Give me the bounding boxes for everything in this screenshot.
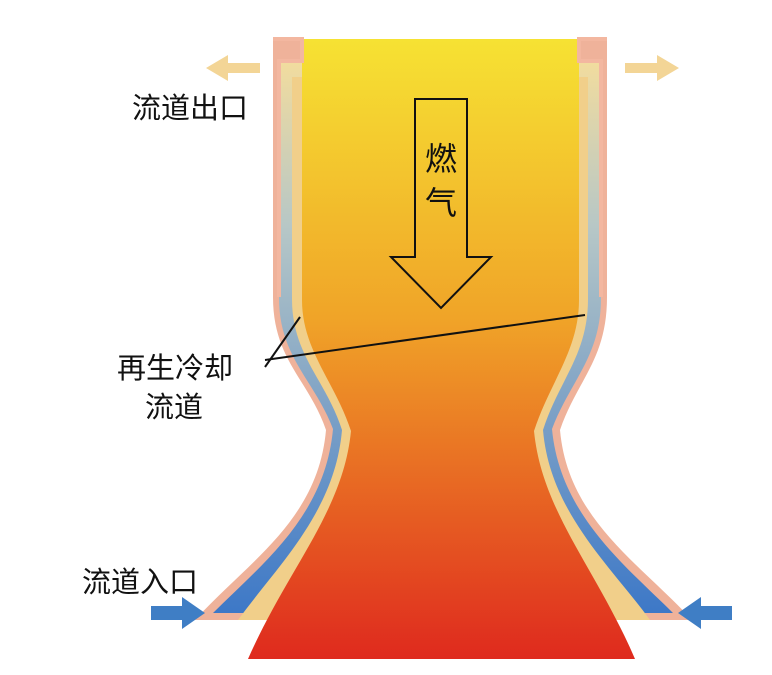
outlet-arrows	[206, 55, 679, 81]
gas-direction-arrow: 燃 气	[388, 98, 494, 310]
right-outlet-arrow	[625, 55, 679, 81]
left-outlet-arrow	[206, 55, 260, 81]
callout-line-right	[264, 314, 586, 361]
channel-label-line1: 再生冷却	[117, 351, 233, 385]
channel-callout	[264, 314, 586, 368]
down-arrow	[388, 98, 494, 310]
gas-label-line2: 气	[425, 184, 457, 222]
top-right-outlet-edge	[577, 37, 607, 297]
outlet-label: 流道出口	[132, 91, 248, 125]
top-left-outlet-edge	[273, 37, 304, 297]
nozzle-structure	[195, 37, 692, 659]
gas-label-line1: 燃	[425, 140, 457, 178]
channel-label-line2: 流道	[145, 390, 203, 424]
inlet-arrows	[151, 597, 732, 629]
inlet-label: 流道入口	[82, 565, 198, 599]
hot-gas-flow	[248, 39, 635, 659]
right-inlet-arrow	[678, 597, 732, 629]
left-inlet-arrow	[151, 597, 205, 629]
